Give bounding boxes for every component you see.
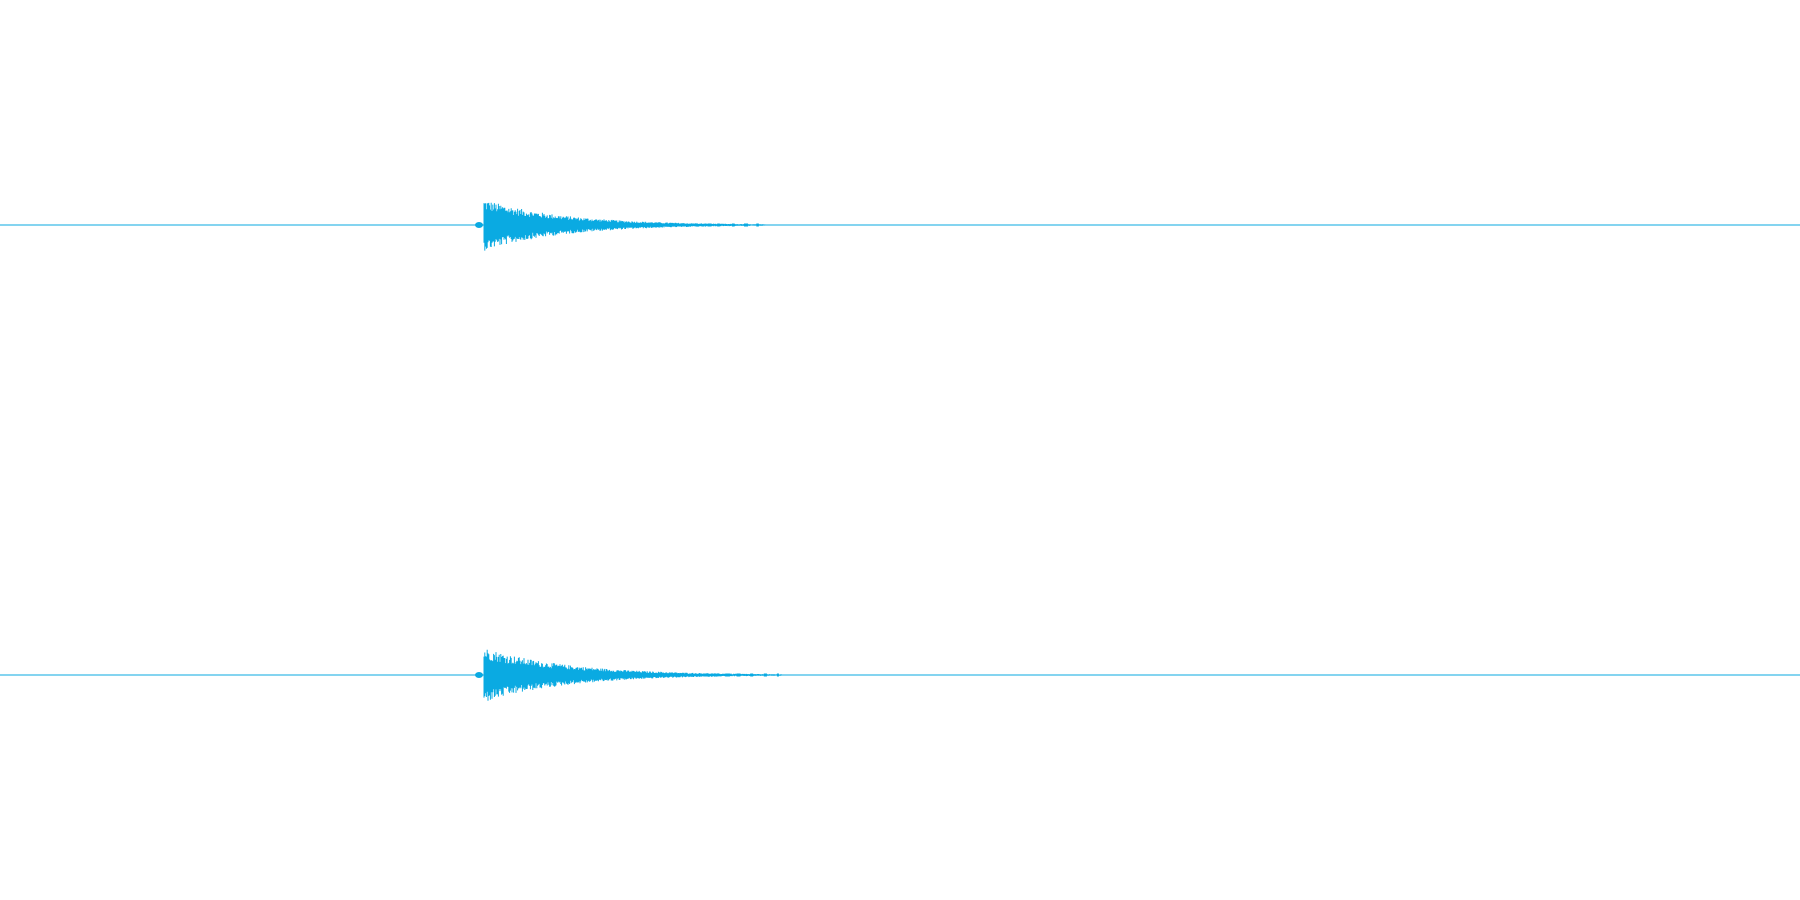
waveform-tail-sample bbox=[763, 673, 767, 677]
waveform-tail-sample bbox=[670, 223, 676, 227]
waveform-onset bbox=[475, 222, 483, 228]
waveform-channel-left bbox=[0, 202, 1800, 251]
waveform-tail-sample bbox=[664, 673, 667, 677]
waveform-tail-sample bbox=[713, 673, 717, 677]
waveform-tail-sample bbox=[756, 223, 759, 227]
waveform-tail-sample bbox=[725, 673, 730, 677]
waveform-tail-sample bbox=[736, 673, 741, 677]
waveform-tail-sample bbox=[657, 223, 663, 227]
waveform-tail-sample bbox=[717, 223, 720, 227]
waveform-tail-sample bbox=[676, 673, 681, 677]
waveform-tail-sample bbox=[744, 223, 749, 227]
waveform-tail-sample bbox=[681, 223, 686, 227]
waveform-onset bbox=[475, 672, 483, 678]
waveform-tail-sample bbox=[689, 673, 692, 677]
waveform-signal bbox=[483, 202, 766, 251]
waveform-tail-sample bbox=[703, 673, 708, 677]
waveform-tail-sample bbox=[750, 673, 754, 677]
waveform-tail-sample bbox=[695, 223, 698, 227]
waveform-tail-sample bbox=[776, 673, 779, 677]
waveform-tail-sample bbox=[648, 223, 651, 227]
waveform-channel-right bbox=[0, 649, 1800, 701]
waveform-tail-sample bbox=[707, 223, 712, 227]
waveform-tail-sample bbox=[731, 223, 735, 227]
